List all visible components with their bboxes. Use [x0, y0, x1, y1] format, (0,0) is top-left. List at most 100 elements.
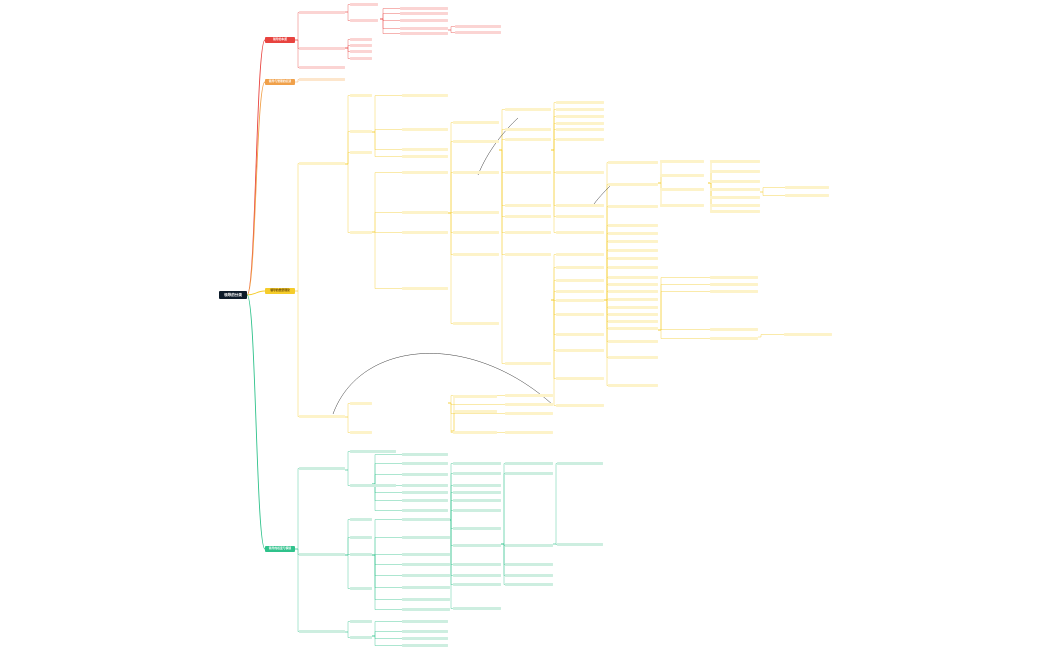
b3-l12-node-0[interactable]: [784, 333, 832, 337]
b3-l11-node-1[interactable]: [710, 283, 758, 287]
b3-l7-node-6[interactable]: [608, 249, 658, 253]
b3-l6-node-1[interactable]: [556, 108, 604, 112]
b4-l4-node-0[interactable]: [453, 462, 501, 466]
b4-l5-node-4[interactable]: [505, 574, 553, 578]
b4-l2b-node-1[interactable]: [350, 536, 372, 540]
b3-l11-node-4[interactable]: [710, 337, 758, 341]
b4-l5-node-5[interactable]: [505, 583, 553, 587]
b3-l9-node-0[interactable]: [710, 160, 760, 164]
b1-l4a-node-1[interactable]: [455, 31, 501, 35]
b1-l3a-node-3[interactable]: [400, 27, 448, 31]
b3-l1-node-0[interactable]: [299, 162, 345, 166]
b4-l3a-node-2[interactable]: [402, 473, 448, 477]
b3-l7-node-1[interactable]: [608, 183, 658, 187]
b1-l2b-node-0[interactable]: [350, 38, 372, 42]
b3-l7-node-8[interactable]: [608, 266, 658, 270]
b3-l5-node-8[interactable]: [505, 362, 551, 366]
branch-node-2[interactable]: 领导与管理的区别: [265, 79, 295, 85]
b4-l3c-node-2[interactable]: [402, 637, 448, 641]
b4-l2c-node-1[interactable]: [350, 636, 372, 640]
b3-l3a-node-0[interactable]: [402, 94, 448, 98]
b4-l6-node-0[interactable]: [557, 462, 603, 466]
b4-l4-node-4[interactable]: [453, 499, 501, 503]
b3-l11-node-2[interactable]: [710, 290, 758, 294]
b3-l9-node-3[interactable]: [710, 188, 760, 192]
b3-l6-node-0[interactable]: [556, 101, 604, 105]
b3-l6-node-2[interactable]: [556, 115, 604, 119]
b3-l7-node-11[interactable]: [608, 290, 658, 294]
b1-l2b-node-2[interactable]: [350, 50, 372, 54]
b3-l4-node-1[interactable]: [453, 140, 499, 144]
b4-l3a-node-6[interactable]: [402, 509, 448, 513]
b4-l3b-node-1[interactable]: [402, 536, 450, 540]
b3-l6-node-7[interactable]: [556, 204, 604, 208]
b4-l4-node-7[interactable]: [453, 544, 501, 548]
b3-l6b-node-3[interactable]: [556, 290, 604, 294]
b4-l3c-node-1[interactable]: [402, 630, 448, 634]
b3-l9-node-6[interactable]: [710, 210, 760, 214]
b3-l5-node-5[interactable]: [505, 215, 551, 219]
b4-l3c-node-0[interactable]: [402, 620, 448, 624]
b4-l3b-node-3[interactable]: [402, 563, 450, 567]
b4-l1-node-0[interactable]: [299, 467, 345, 471]
b3-l7-node-7[interactable]: [608, 257, 658, 261]
b4-l2b-node-3[interactable]: [350, 587, 372, 591]
b4-l4-node-3[interactable]: [453, 491, 501, 495]
b3-l4-node-4[interactable]: [453, 231, 499, 235]
b4-l2a-node-0[interactable]: [350, 450, 396, 454]
b3-l5-node-0[interactable]: [505, 108, 551, 112]
root-node[interactable]: 领导的分类: [219, 291, 247, 299]
b3-l7-node-10[interactable]: [608, 283, 658, 287]
b3-l6-node-6[interactable]: [556, 171, 604, 175]
b1-l3a-node-0[interactable]: [400, 7, 448, 11]
b3-l6-node-9[interactable]: [556, 231, 604, 235]
b1-l3a-node-4[interactable]: [400, 32, 448, 36]
b4-l2b-node-2[interactable]: [350, 553, 372, 557]
b3-l3a-node-1[interactable]: [402, 128, 448, 132]
b4-l3b-node-2[interactable]: [402, 553, 450, 557]
b1-l1-node-2[interactable]: [299, 66, 345, 70]
b3-l7-node-16[interactable]: [608, 327, 658, 331]
b3-l7-node-0[interactable]: [608, 161, 658, 165]
b4-l5-node-0[interactable]: [505, 462, 553, 466]
b3-l6b-node-6[interactable]: [556, 333, 604, 337]
b3-l3b-node-1[interactable]: [402, 211, 448, 215]
b3-l8-node-3[interactable]: [660, 204, 704, 208]
b3-l14-node-2[interactable]: [453, 431, 497, 435]
b3-l4-node-5[interactable]: [453, 253, 499, 257]
b3-l6b-node-9[interactable]: [556, 404, 604, 408]
b3-l5-node-3[interactable]: [505, 171, 551, 175]
b3-l5-node-6[interactable]: [505, 231, 551, 235]
b3-l6-node-3[interactable]: [556, 122, 604, 126]
b3-l6b-node-8[interactable]: [556, 377, 604, 381]
b1-l4a-node-0[interactable]: [455, 25, 501, 29]
branch-node-4[interactable]: 领导的权变与情境: [265, 546, 295, 552]
b3-l6b-node-1[interactable]: [556, 266, 604, 270]
b3-l7-node-13[interactable]: [608, 306, 658, 310]
b1-l1-node-0[interactable]: [299, 11, 345, 15]
b3-l9-node-4[interactable]: [710, 196, 760, 200]
b4-l3b-node-7[interactable]: [402, 608, 450, 612]
b3-l6b-node-4[interactable]: [556, 299, 604, 303]
b4-l3a-node-1[interactable]: [402, 462, 448, 466]
b3-l2b-node-0[interactable]: [350, 402, 372, 406]
b1-l2a-node-1[interactable]: [350, 19, 378, 23]
b3-l13-node-1[interactable]: [505, 403, 553, 407]
b3-l9-node-5[interactable]: [710, 204, 760, 208]
b4-l5-node-1[interactable]: [505, 472, 553, 476]
b3-l3b-node-2[interactable]: [402, 231, 448, 235]
b3-l7-node-2[interactable]: [608, 205, 658, 209]
b4-l4-node-1[interactable]: [453, 472, 501, 476]
b3-l8-node-0[interactable]: [660, 160, 704, 164]
b3-l2a-node-0[interactable]: [350, 94, 372, 98]
b3-l9-node-1[interactable]: [710, 170, 760, 174]
b3-l3b-node-0[interactable]: [402, 171, 448, 175]
b3-l4-node-6[interactable]: [453, 322, 499, 326]
b3-l6-node-8[interactable]: [556, 215, 604, 219]
b4-l3a-node-4[interactable]: [402, 491, 448, 495]
b3-l2a-node-2[interactable]: [350, 151, 372, 155]
b4-l1-node-1[interactable]: [299, 553, 345, 557]
b3-l2a-node-3[interactable]: [350, 231, 372, 235]
b3-l3a-node-3[interactable]: [402, 155, 448, 159]
b4-l3a-node-0[interactable]: [402, 453, 448, 457]
